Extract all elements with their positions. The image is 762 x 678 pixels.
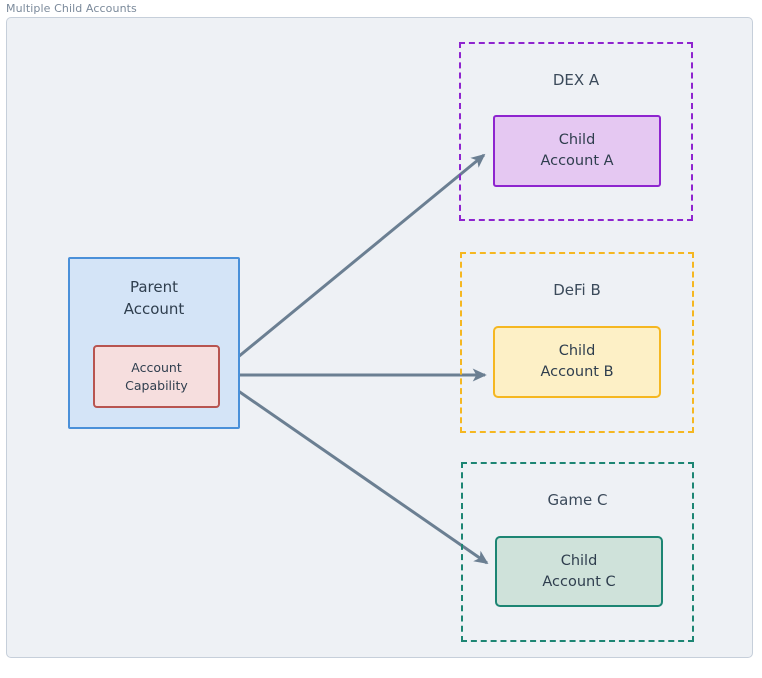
cluster-defi-b-label: DeFi B xyxy=(553,281,601,299)
account-capability-label: Account Capability xyxy=(125,359,188,393)
child-account-c-label: Child Account C xyxy=(542,552,616,590)
cluster-dex-a-label: DEX A xyxy=(552,71,600,89)
account-capability-node[interactable]: Account Capability xyxy=(93,345,220,408)
child-account-a-label: Child Account A xyxy=(540,132,614,169)
parent-account-label: Parent Account xyxy=(123,278,185,318)
child-account-b-label: Child Account B xyxy=(540,343,614,380)
frame-title: Multiple Child Accounts xyxy=(6,2,137,15)
cluster-dex-a[interactable]: DEX A xyxy=(459,42,693,221)
child-account-a-node[interactable]: Child Account A xyxy=(493,115,661,187)
cluster-game-c[interactable]: Game C xyxy=(461,462,694,642)
child-account-b-node[interactable]: Child Account B xyxy=(493,326,661,398)
child-account-c-node[interactable]: Child Account C xyxy=(495,536,663,607)
cluster-game-c-label: Game C xyxy=(547,491,608,509)
cluster-defi-b[interactable]: DeFi B xyxy=(460,252,694,433)
